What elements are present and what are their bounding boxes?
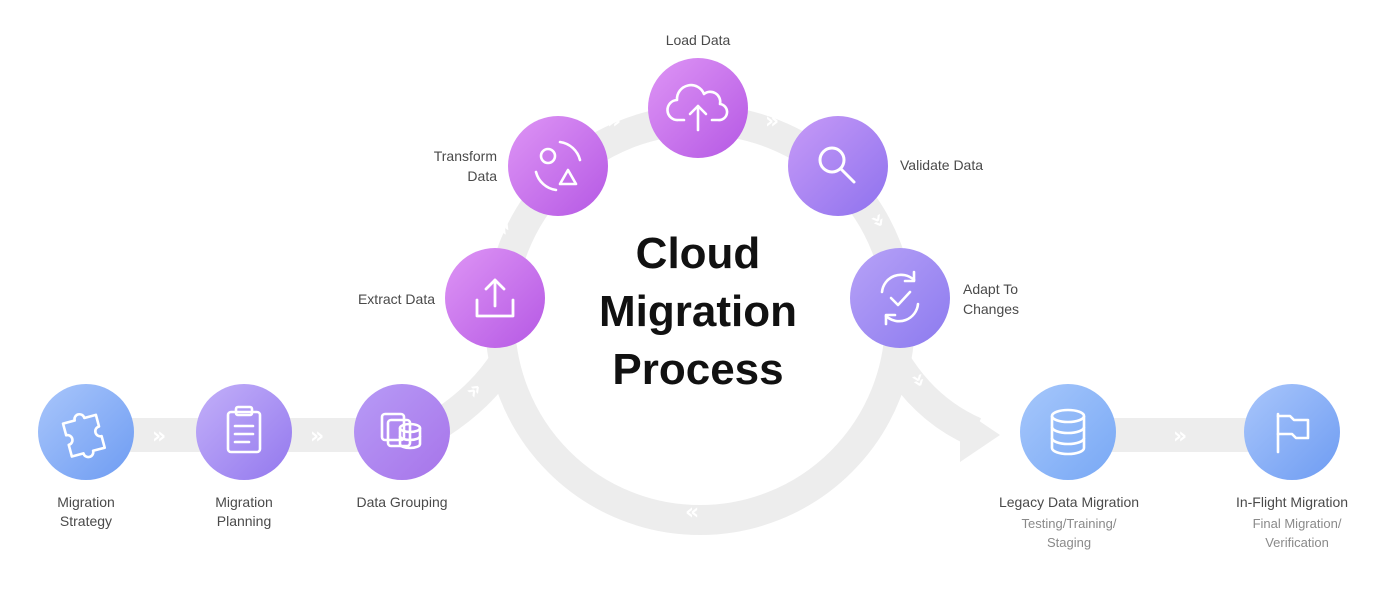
migration-strategy-circle bbox=[38, 384, 134, 480]
adapt-to-changes-circle bbox=[850, 248, 950, 348]
node-data-grouping: Data Grouping bbox=[354, 384, 450, 510]
in-flight-migration-circle bbox=[1244, 384, 1340, 480]
transform-data-label-1: Transform bbox=[434, 148, 497, 164]
title-line-1: Cloud bbox=[636, 229, 761, 278]
adapt-to-changes-label-2: Changes bbox=[963, 301, 1019, 317]
loop-exit-arrowhead bbox=[960, 408, 1000, 462]
cloud-upload-icon bbox=[666, 83, 729, 132]
data-grouping-label: Data Grouping bbox=[356, 494, 447, 510]
migration-planning-circle bbox=[196, 384, 292, 480]
node-validate-data: Validate Data bbox=[788, 116, 983, 216]
in-flight-migration-sub-2: Verification bbox=[1265, 535, 1329, 550]
adapt-to-changes-label-1: Adapt To bbox=[963, 281, 1018, 297]
node-legacy-data-migration: Legacy Data Migration Testing/Training/ … bbox=[999, 384, 1139, 550]
search-icon bbox=[818, 146, 856, 184]
transform-data-circle bbox=[508, 116, 608, 216]
migration-planning-label-2: Planning bbox=[217, 513, 272, 529]
data-grouping-circle bbox=[354, 384, 450, 480]
database-icon bbox=[1050, 408, 1086, 456]
node-migration-strategy: Migration Strategy bbox=[38, 384, 134, 529]
node-migration-planning: Migration Planning bbox=[196, 384, 292, 529]
transform-shapes-icon bbox=[534, 140, 582, 192]
node-load-data: Load Data bbox=[648, 32, 748, 158]
title-line-3: Process bbox=[612, 345, 783, 394]
migration-strategy-label-1: Migration bbox=[57, 494, 115, 510]
migration-strategy-label-2: Strategy bbox=[60, 513, 112, 529]
migration-planning-label-1: Migration bbox=[215, 494, 273, 510]
transform-data-label-2: Data bbox=[467, 168, 497, 184]
extract-data-label: Extract Data bbox=[358, 291, 435, 307]
validate-data-circle bbox=[788, 116, 888, 216]
database-files-icon bbox=[380, 412, 422, 450]
load-data-label: Load Data bbox=[666, 32, 731, 48]
legacy-data-migration-sub-1: Testing/Training/ bbox=[1022, 516, 1117, 531]
flag-icon bbox=[1276, 412, 1310, 454]
clipboard-icon bbox=[226, 405, 262, 454]
chevron-1: » bbox=[152, 424, 166, 449]
node-in-flight-migration: In-Flight Migration Final Migration/ Ver… bbox=[1236, 384, 1348, 550]
upload-icon bbox=[475, 278, 515, 318]
chevron-6: » bbox=[765, 109, 779, 134]
chevron-2: » bbox=[310, 424, 324, 449]
puzzle-icon bbox=[61, 412, 106, 459]
validate-data-label: Validate Data bbox=[900, 157, 983, 173]
center-title: Cloud Migration Process bbox=[599, 229, 797, 394]
node-extract-data: Extract Data bbox=[358, 248, 545, 348]
node-transform-data: Transform Data bbox=[434, 116, 608, 216]
chevron-5: » bbox=[607, 109, 621, 134]
refresh-check-icon bbox=[880, 270, 920, 326]
legacy-data-migration-label: Legacy Data Migration bbox=[999, 494, 1139, 510]
in-flight-migration-label: In-Flight Migration bbox=[1236, 494, 1348, 510]
in-flight-migration-sub-1: Final Migration/ bbox=[1253, 516, 1342, 531]
chevron-4: « bbox=[685, 500, 699, 525]
legacy-data-migration-sub-2: Staging bbox=[1047, 535, 1091, 550]
chevron-3: » bbox=[1173, 424, 1187, 449]
title-line-2: Migration bbox=[599, 287, 797, 336]
node-adapt-to-changes: Adapt To Changes bbox=[850, 248, 1019, 348]
